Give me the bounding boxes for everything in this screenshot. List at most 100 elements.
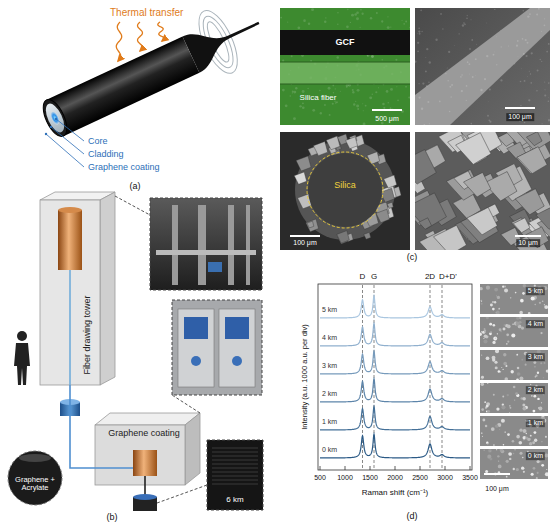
sem-noise xyxy=(475,58,477,60)
thumbnail-grain xyxy=(493,394,495,396)
scale-label: 100 μm xyxy=(485,485,509,493)
thumbnail-grain xyxy=(534,431,537,434)
sem-noise xyxy=(466,85,468,87)
optical-noise xyxy=(355,101,356,102)
sem-thumbnail xyxy=(480,350,548,380)
sem-noise xyxy=(487,101,489,103)
machine-panel xyxy=(219,309,255,387)
thumbnail-grain xyxy=(540,332,542,334)
thumbnail-grain xyxy=(490,304,493,307)
optical-noise xyxy=(336,56,339,59)
thumbnail-grain xyxy=(499,429,500,430)
sem-noise xyxy=(537,70,539,72)
optical-noise xyxy=(381,20,383,22)
sem-cross-section xyxy=(280,132,410,250)
raman-spectrum xyxy=(320,406,470,430)
spool-winding xyxy=(212,467,258,468)
thumbnail-grain xyxy=(514,449,516,450)
layer-label: Core xyxy=(88,137,108,147)
optical-noise xyxy=(390,107,392,109)
thumbnail-grain xyxy=(542,300,544,302)
thumbnail-grain xyxy=(486,405,489,408)
fiber-taper xyxy=(182,5,267,73)
leader-line xyxy=(46,134,84,167)
thumbnail-grain xyxy=(521,359,523,361)
optical-noise xyxy=(360,9,362,11)
peak-label: D xyxy=(360,273,366,282)
tick-label: 3500 xyxy=(462,474,478,482)
optical-noise xyxy=(408,96,410,98)
inset-leader xyxy=(115,196,150,215)
sem-thumbnail xyxy=(480,449,548,479)
jar-highlight xyxy=(19,454,51,462)
coating-ring xyxy=(295,140,395,240)
sem-noise xyxy=(467,15,468,16)
thumbnail-grain xyxy=(481,376,484,379)
thumbnail-grain xyxy=(486,356,490,360)
sem-noise xyxy=(419,83,420,84)
scale-bar xyxy=(372,109,402,111)
optical-noise xyxy=(312,109,315,112)
coating-layer xyxy=(38,96,71,140)
panel-label: (d) xyxy=(407,512,418,522)
thumbnail-grain xyxy=(516,468,519,471)
sem-noise xyxy=(500,79,502,81)
thumbnail-grain xyxy=(520,299,524,303)
thumbnail-grain xyxy=(482,436,483,437)
thumbnail-grain xyxy=(545,472,548,476)
sem-noise xyxy=(442,28,443,29)
layer-label: Graphene coating xyxy=(88,163,160,173)
tower-front xyxy=(40,200,100,385)
sem-noise xyxy=(425,57,427,59)
scale-bar xyxy=(515,235,541,237)
fiber-out xyxy=(144,476,146,497)
thumbnail-grain xyxy=(493,444,495,446)
sem-noise xyxy=(472,76,474,78)
tick-mark xyxy=(320,466,321,470)
sem-noise xyxy=(448,51,450,53)
thumbnail-grain xyxy=(491,427,495,431)
optical-noise xyxy=(320,112,322,114)
thumbnail-grain xyxy=(481,432,483,434)
panel-b-illustration xyxy=(8,192,263,511)
connectors xyxy=(70,385,95,468)
sem-noise xyxy=(527,42,529,44)
thumbnail-grain xyxy=(541,402,542,403)
machine-panel-blue xyxy=(184,317,208,339)
thumbnail-grain xyxy=(516,378,519,380)
panel-label: (c) xyxy=(407,253,418,263)
sem-noise xyxy=(520,81,522,83)
spool-winding xyxy=(212,463,258,464)
thumbnail-grain xyxy=(520,452,523,455)
sem-noise xyxy=(471,39,473,41)
thumbnail-grain xyxy=(506,333,509,336)
sem-noise xyxy=(426,48,428,50)
inset-leader xyxy=(157,485,207,503)
curve-label: 4 km xyxy=(322,334,337,342)
thumbnail-grain xyxy=(533,395,536,398)
thumbnail-grain xyxy=(521,467,524,470)
thumbnail-grain xyxy=(533,410,536,413)
thumbnail-grain xyxy=(486,286,490,290)
coated-fiber-spool-top xyxy=(133,494,157,500)
thumbnail-grain xyxy=(496,449,497,450)
thumbnail-grain xyxy=(507,325,511,329)
thumbnail-label: 3 km xyxy=(526,353,545,361)
thumbnail-label: 5 km xyxy=(526,287,545,295)
spool-winding xyxy=(212,447,258,448)
axis-title: Intensity (a.u. 1000 a.u. per div) xyxy=(301,324,309,429)
scale-label: 10 μm xyxy=(516,239,540,247)
sem-noise xyxy=(417,50,419,52)
axis-title: Raman shift (cm⁻¹) xyxy=(362,489,429,498)
thumbnail-grain xyxy=(519,311,523,314)
fiber-in-cube xyxy=(95,467,133,469)
sem-noise xyxy=(460,76,462,78)
optical-noise xyxy=(282,89,285,92)
optical-noise xyxy=(335,88,336,89)
coating-die xyxy=(133,450,157,476)
optical-noise xyxy=(375,91,377,93)
sem-flakes xyxy=(415,132,550,250)
sem-noise xyxy=(450,96,451,97)
